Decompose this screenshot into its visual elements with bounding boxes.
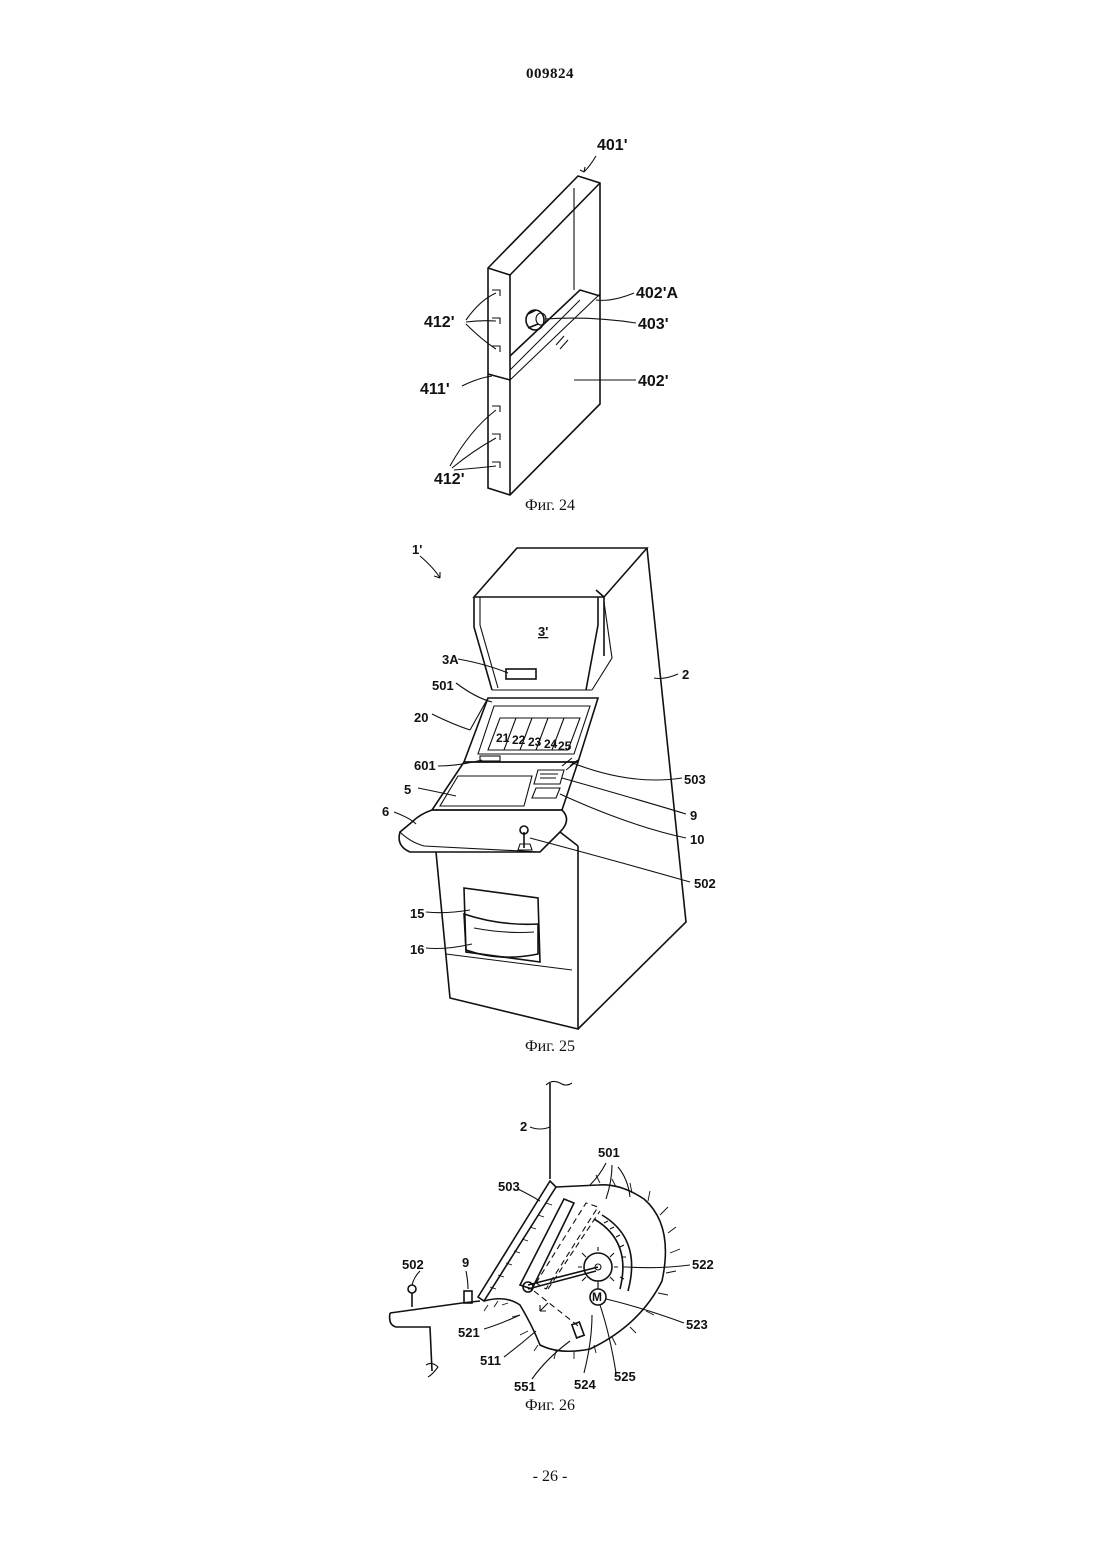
label-glass: 503 (684, 772, 706, 787)
label-frame: 401' (597, 137, 628, 154)
label-frame: 551 (514, 1379, 536, 1394)
figure-26-caption: Фиг. 26 (0, 1397, 1100, 1415)
label-motor: 525 (614, 1369, 636, 1384)
label-link: 511 (480, 1353, 501, 1368)
label-button: 9 (690, 808, 697, 823)
label-top-display: 3' (538, 624, 548, 639)
label-motor-gear: 523 (686, 1317, 708, 1332)
label-pinion: 524 (574, 1377, 596, 1392)
figure-25-caption: Фиг. 25 (0, 1038, 1100, 1056)
figure-24-drawing: 401' 402'A 403' 402' 412' 411' 412' (0, 130, 1100, 510)
label-control-panel: 5 (404, 782, 411, 797)
figure-26-drawing: M 2 501 503 502 9 522 521 523 511 551 52… (0, 1075, 1100, 1405)
label-cabinet: 2 (520, 1119, 527, 1134)
label-inner-lower: 402' (638, 373, 669, 390)
label-base: 521 (458, 1325, 480, 1340)
label-motor-symbol: M (592, 1290, 602, 1304)
label-cabinet-front: 20 (414, 710, 428, 725)
label-panel: 501 (598, 1145, 620, 1160)
figure-26: M 2 501 503 502 9 522 521 523 511 551 52… (0, 1075, 1100, 1425)
label-tray-upper: 15 (410, 906, 424, 921)
label-inner-upper: 402'A (636, 285, 679, 302)
label-card-slot: 10 (690, 832, 704, 847)
label-slot: 3A (442, 652, 459, 667)
figure-25: 21 22 23 24 25 (0, 530, 1100, 1070)
figure-25-drawing: 21 22 23 24 25 (0, 530, 1100, 1040)
label-reel-1: 21 (496, 731, 510, 745)
label-reel-3: 23 (528, 735, 542, 749)
label-divider: 411' (420, 381, 450, 398)
label-lever: 502 (694, 876, 716, 891)
label-arc: 522 (692, 1257, 714, 1272)
label-table: 6 (382, 804, 389, 819)
label-button: 9 (462, 1255, 469, 1270)
label-tray-lower: 16 (410, 942, 424, 957)
document-number: 009824 (0, 66, 1100, 83)
figure-24: 401' 402'A 403' 402' 412' 411' 412' Фиг.… (0, 130, 1100, 530)
label-reel-5: 25 (558, 739, 572, 753)
page-number: - 26 - (0, 1468, 1100, 1486)
label-lever: 502 (402, 1257, 424, 1272)
label-hinge-top: 412' (424, 314, 455, 331)
label-hinge-bottom: 412' (434, 471, 465, 488)
label-lower-display: 601 (414, 758, 436, 773)
label-cabinet: 2 (682, 667, 689, 682)
label-reel-2: 22 (512, 733, 526, 747)
figure-24-caption: Фиг. 24 (0, 497, 1100, 515)
label-glass: 503 (498, 1179, 520, 1194)
label-reel-4: 24 (544, 737, 558, 751)
label-panel: 501 (432, 678, 454, 693)
label-knob: 403' (638, 316, 669, 333)
label-machine: 1' (412, 542, 422, 557)
